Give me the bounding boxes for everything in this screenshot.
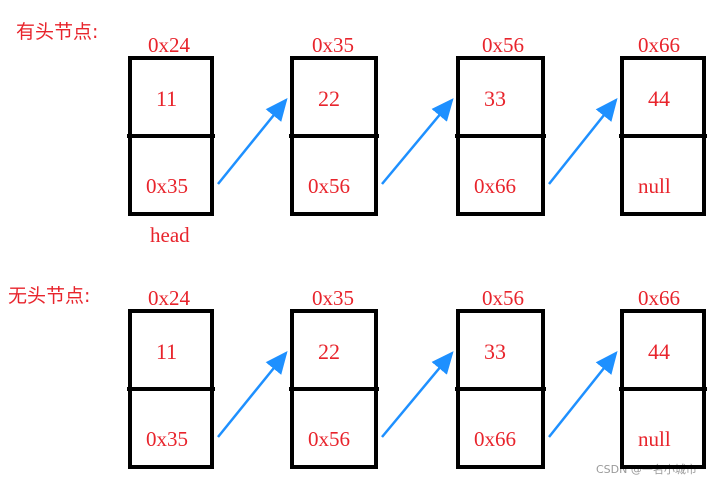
node-address: 0x56	[482, 286, 524, 310]
node-address: 0x24	[148, 286, 191, 310]
next-arrow	[548, 351, 618, 438]
node-data: 22	[318, 86, 340, 111]
node-data: 22	[318, 339, 340, 364]
node-next-pointer: 0x56	[308, 174, 350, 198]
node-address: 0x35	[312, 33, 354, 57]
node-address: 0x66	[638, 286, 680, 310]
node-address: 0x66	[638, 33, 680, 57]
title-without-head: 无头节点:	[8, 285, 90, 307]
next-arrow	[548, 98, 618, 185]
title-with-head: 有头节点:	[16, 21, 98, 43]
node-next-pointer: 0x66	[474, 427, 516, 451]
node-data: 33	[484, 339, 506, 364]
next-arrow	[381, 98, 454, 185]
next-arrow	[217, 351, 288, 438]
node-data: 11	[156, 339, 177, 364]
node-next-pointer: null	[638, 174, 671, 198]
node-data: 44	[648, 86, 670, 111]
node-address: 0x35	[312, 286, 354, 310]
node-address: 0x24	[148, 33, 191, 57]
node-address: 0x56	[482, 33, 524, 57]
node-data: 44	[648, 339, 670, 364]
node-data: 33	[484, 86, 506, 111]
node-next-pointer: 0x66	[474, 174, 516, 198]
next-arrow	[217, 98, 288, 185]
node-data: 11	[156, 86, 177, 111]
head-label: head	[150, 223, 190, 247]
node-next-pointer: 0x35	[146, 427, 188, 451]
node-next-pointer: 0x35	[146, 174, 188, 198]
node-next-pointer: 0x56	[308, 427, 350, 451]
node-next-pointer: null	[638, 427, 671, 451]
next-arrow	[381, 351, 454, 438]
